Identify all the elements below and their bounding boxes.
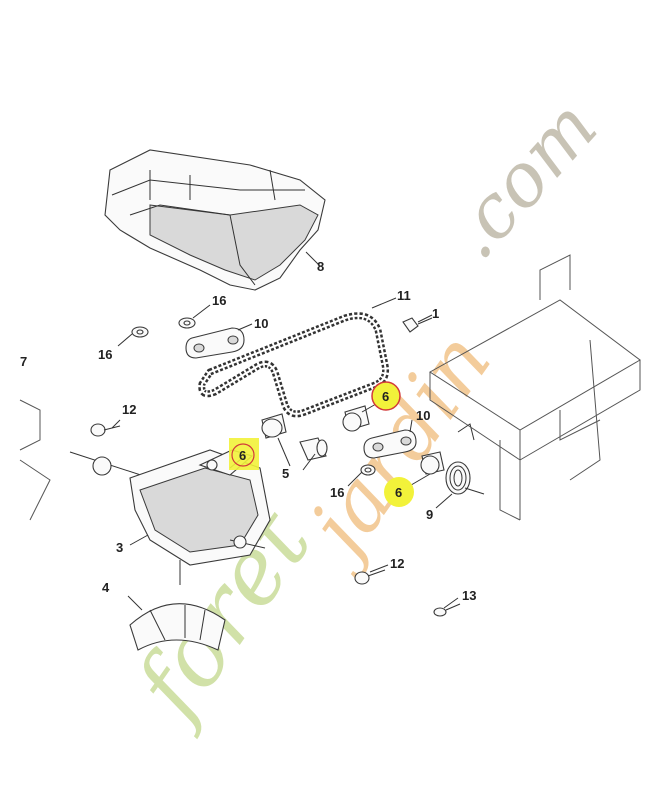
part-6-roller-lower bbox=[420, 451, 445, 475]
part-4-wheel bbox=[129, 603, 226, 651]
part-1-bolt bbox=[402, 317, 433, 333]
callout-8: 8 bbox=[317, 259, 324, 274]
callout-16-upper: 16 bbox=[212, 293, 226, 308]
callout-6-left: 6 bbox=[239, 448, 246, 463]
watermark-com: .com bbox=[430, 84, 614, 275]
part-5-pin bbox=[299, 437, 328, 461]
part-16-washer-lower bbox=[360, 464, 376, 476]
part-16-washer-upper bbox=[178, 317, 196, 329]
part-10-link-plate-lower bbox=[363, 429, 417, 459]
highlight-markers bbox=[229, 381, 414, 507]
part-3-gearbox bbox=[69, 449, 271, 585]
callout-1: 1 bbox=[432, 306, 439, 321]
callout-13: 13 bbox=[462, 588, 476, 603]
left-edge-fragments bbox=[19, 399, 51, 521]
callout-4: 4 bbox=[102, 580, 110, 595]
callout-12-upper: 12 bbox=[122, 402, 136, 417]
part-12-bolt-lower bbox=[354, 569, 386, 585]
leader-lines bbox=[111, 251, 459, 611]
part-12-bolt-upper bbox=[90, 423, 121, 437]
callout-11: 11 bbox=[397, 288, 411, 303]
callout-7: 7 bbox=[20, 354, 27, 369]
part-16-washer-left bbox=[131, 326, 149, 338]
highlight-circle-left bbox=[231, 443, 255, 467]
callout-16-lower: 16 bbox=[330, 485, 344, 500]
callout-9: 9 bbox=[426, 507, 433, 522]
callout-labels: 8 11 1 16 10 16 7 6 12 10 6 5 16 6 9 3 1… bbox=[20, 259, 476, 603]
callout-5: 5 bbox=[282, 466, 289, 481]
part-6-roller-middle bbox=[261, 413, 287, 439]
callout-16-left: 16 bbox=[98, 347, 112, 362]
callout-12-lower: 12 bbox=[390, 556, 404, 571]
callout-10-lower: 10 bbox=[416, 408, 430, 423]
part-9-spring bbox=[445, 423, 485, 495]
highlight-circle-lower bbox=[384, 477, 414, 507]
callout-6-upper: 6 bbox=[382, 389, 389, 404]
frame-structure bbox=[429, 254, 641, 521]
callout-10-upper: 10 bbox=[254, 316, 268, 331]
part-11-chain bbox=[198, 312, 389, 418]
callout-6-lower: 6 bbox=[395, 485, 402, 500]
highlight-circle-upper bbox=[371, 381, 401, 411]
callout-3: 3 bbox=[116, 540, 123, 555]
part-13 bbox=[433, 603, 461, 617]
part-8-cover bbox=[104, 149, 326, 291]
part-10-link-plate-upper bbox=[185, 327, 245, 359]
